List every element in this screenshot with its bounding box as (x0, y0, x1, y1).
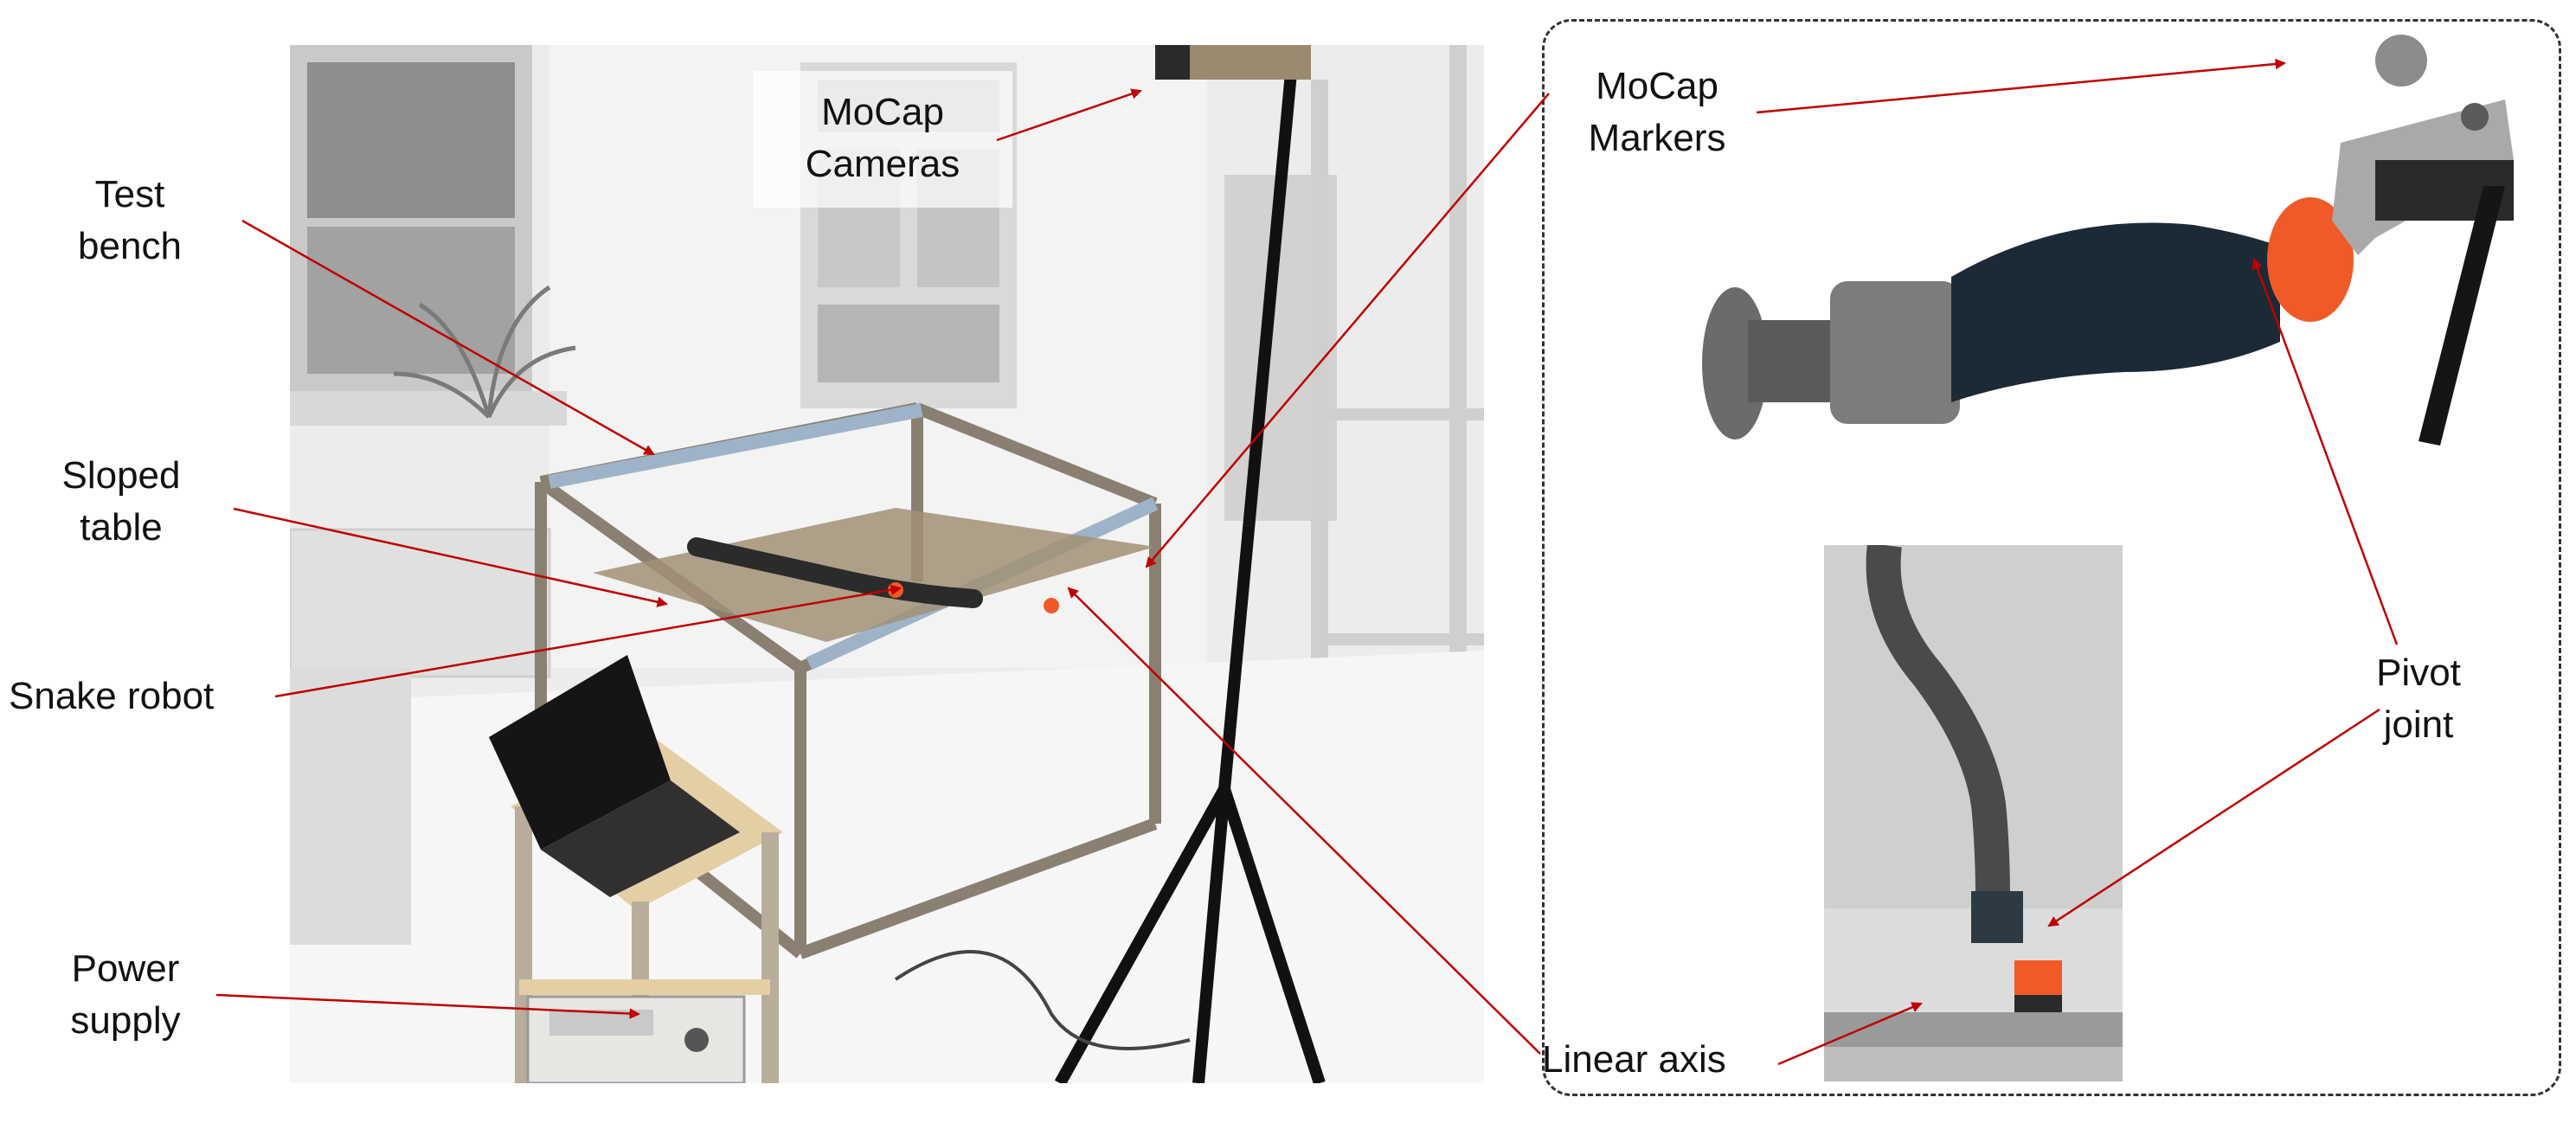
arrow-pivot-joint-detail (2047, 708, 2380, 927)
inset-frame (1542, 19, 2561, 1096)
orange-coupling (2267, 197, 2354, 322)
arrow-test-bench (241, 219, 655, 456)
label-pivot-joint: Pivot joint (2376, 651, 2461, 746)
label-mocap-cameras: MoCap Cameras (805, 91, 960, 185)
label-test-bench: Test bench (78, 173, 182, 267)
label-power-supply: Power supply (70, 947, 181, 1042)
mocap-camera (1155, 45, 1311, 80)
label-linear-axis: Linear axis (1542, 1038, 1726, 1081)
arrow-linear-axis-detail (1777, 1002, 1923, 1066)
support-rod (2419, 186, 2505, 446)
sloped-table (593, 508, 1155, 642)
plant (393, 285, 576, 419)
adapter-housing (1830, 281, 1960, 424)
pivot-joint-closeup-photo (1674, 30, 2522, 480)
arrow-sloped-table (233, 507, 669, 607)
label-mocap-markers: MoCap Markers (1588, 65, 1726, 159)
snake-module-body (1951, 222, 2280, 402)
arrow-pivot-joint-arm (2252, 258, 2399, 645)
linear-axis-profile (1824, 1012, 2123, 1047)
floor-cables (894, 950, 1191, 1050)
arrow-mocap-markers-inset (1756, 58, 2287, 114)
laptop (489, 655, 740, 897)
robot-segments (1866, 545, 2010, 901)
arrow-mocap-markers-main (1145, 93, 1550, 568)
radiator (290, 528, 551, 678)
arrow-snake-robot (274, 584, 903, 698)
arrow-mocap-cameras (996, 88, 1142, 142)
side-desk (290, 668, 411, 945)
window (290, 45, 567, 426)
arrow-power-supply (215, 993, 641, 1019)
arrow-linear-axis-main (1067, 587, 1541, 1055)
camera-tripod (1054, 45, 1326, 1083)
label-snake-robot: Snake robot (9, 675, 215, 717)
camera-label-backdrop (753, 71, 1012, 208)
robot-on-axis-photo (1824, 545, 2123, 1081)
mocap-marker-sphere (2375, 35, 2427, 87)
label-sloped-table: Sloped table (61, 454, 181, 549)
pivot-joint-marker (2014, 960, 2062, 995)
lab-setup-photo (290, 45, 1484, 1083)
